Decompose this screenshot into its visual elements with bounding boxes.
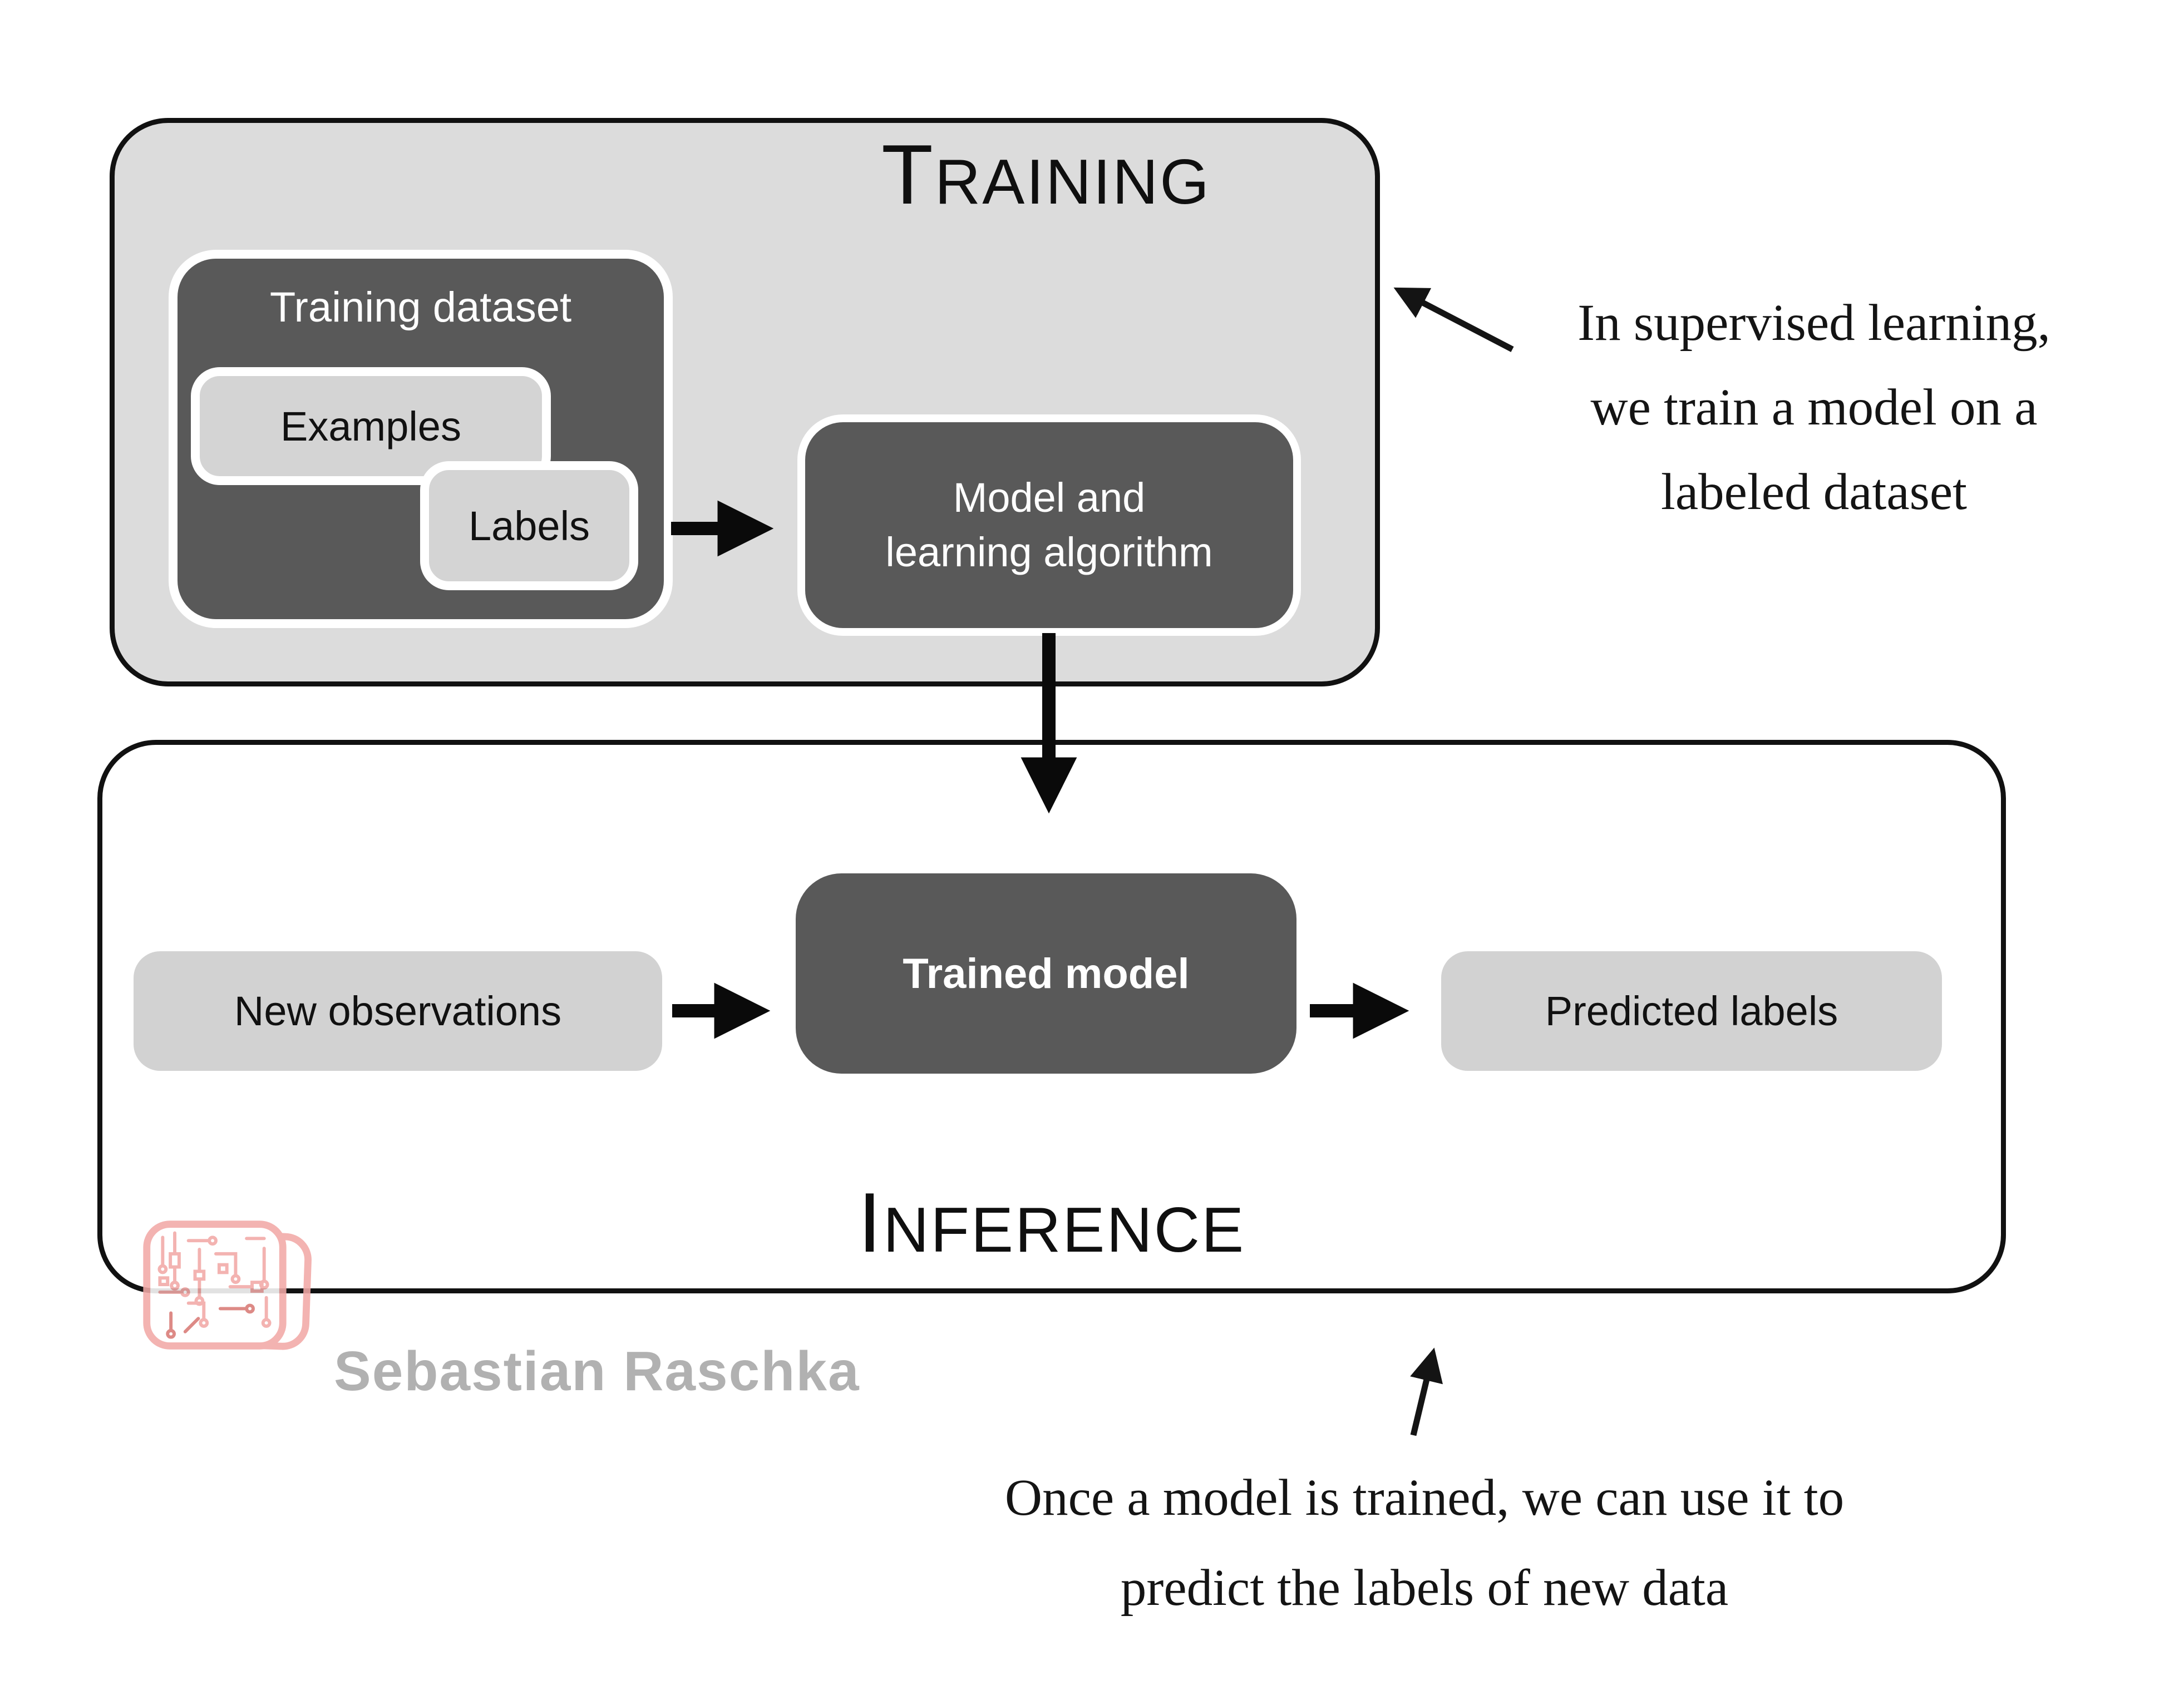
training-annotation-line2: we train a model on a <box>1590 379 2038 436</box>
examples-label: Examples <box>280 403 461 449</box>
note-arrow-to-training-icon <box>1393 287 1514 352</box>
circuit-board-logo-icon <box>143 1220 312 1350</box>
new-observations-box: New observations <box>134 951 662 1071</box>
training-dataset-box: Training dataset Examples Labels <box>169 250 673 628</box>
inference-section-box: New observations Trained model Predicted… <box>97 740 2006 1293</box>
inference-section-title: INFERENCE <box>645 1180 1458 1265</box>
note-arrow-to-inference-icon <box>1410 1347 1443 1436</box>
training-annotation-line1: In supervised learning, <box>1577 294 2050 352</box>
inference-annotation-line1: Once a model is trained, we can use it t… <box>1004 1469 1845 1526</box>
arrow-dataset-to-model-icon <box>671 500 774 557</box>
new-observations-label: New observations <box>234 988 562 1034</box>
training-section-title: TRAINING <box>640 132 1452 217</box>
training-dataset-label: Training dataset <box>269 284 572 331</box>
model-box-line2: learning algorithm <box>885 529 1213 575</box>
inference-annotation-line2: predict the labels of new data <box>1120 1559 1729 1617</box>
trained-model-label: Trained model <box>903 950 1190 997</box>
trained-model-box: Trained model <box>796 873 1296 1074</box>
training-annotation-line3: labeled dataset <box>1661 463 1967 521</box>
arrow-observations-to-model-icon <box>672 982 771 1039</box>
inference-title-rest: NFERENCE <box>883 1195 1246 1266</box>
model-box-line1: Model and <box>953 474 1146 521</box>
training-section-box: Training dataset Examples Labels Model a… <box>110 118 1380 686</box>
training-annotation: In supervised learning, we train a model… <box>1469 281 2159 535</box>
predicted-labels-label: Predicted labels <box>1545 988 1838 1034</box>
examples-box: Examples <box>191 367 551 485</box>
inference-annotation: Once a model is trained, we can use it t… <box>846 1453 2003 1633</box>
training-title-first-letter: T <box>881 127 935 222</box>
labels-box: Labels <box>420 461 638 590</box>
arrow-model-to-predictions-icon <box>1310 982 1409 1039</box>
inference-title-first-letter: I <box>857 1175 884 1270</box>
labels-label: Labels <box>468 502 590 549</box>
training-title-rest: RAINING <box>934 147 1211 218</box>
model-and-learning-algorithm-box: Model and learning algorithm <box>797 414 1301 636</box>
predicted-labels-box: Predicted labels <box>1441 951 1942 1071</box>
arrow-training-to-inference-icon <box>1020 633 1077 814</box>
watermark-author: Sebastian Raschka <box>334 1340 860 1402</box>
